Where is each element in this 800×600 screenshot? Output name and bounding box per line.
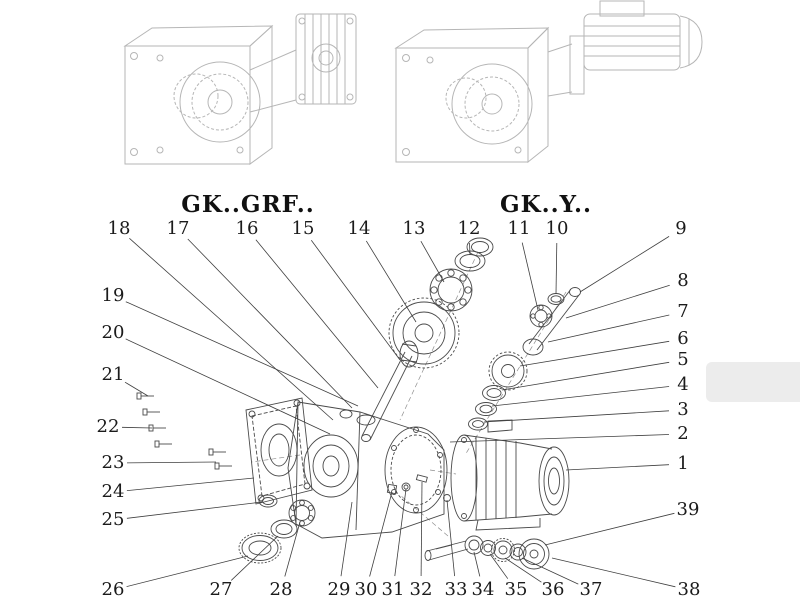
leader-line-6 — [519, 340, 670, 367]
callout-33: 33 — [444, 579, 468, 600]
callout-11: 11 — [507, 218, 531, 239]
callout-32: 32 — [409, 579, 433, 600]
leader-line-38 — [551, 557, 676, 588]
output-shaft-assembly — [424, 535, 550, 570]
leader-line-11 — [521, 242, 539, 311]
callout-34: 34 — [471, 579, 495, 600]
callout-15: 15 — [291, 218, 315, 239]
input-shaft — [361, 340, 419, 442]
leader-line-12 — [469, 242, 471, 256]
callout-13: 13 — [402, 218, 426, 239]
leader-line-3 — [483, 410, 670, 423]
leader-line-22 — [121, 426, 153, 429]
leader-line-18 — [129, 238, 334, 421]
housing — [287, 401, 448, 539]
leader-line-10 — [555, 242, 558, 295]
callout-22: 22 — [96, 416, 120, 437]
leader-lines — [121, 236, 676, 588]
leader-line-14 — [365, 240, 417, 323]
callout-21: 21 — [101, 364, 125, 385]
callout-31: 31 — [381, 579, 405, 600]
leader-line-7 — [547, 314, 670, 343]
leader-line-31 — [394, 488, 407, 577]
callout-14: 14 — [347, 218, 371, 239]
callout-26: 26 — [101, 579, 125, 600]
callout-1: 1 — [677, 453, 689, 474]
leader-line-28 — [284, 521, 301, 577]
callout-24: 24 — [101, 481, 125, 502]
leader-line-8 — [565, 284, 670, 319]
exploded-view — [136, 237, 581, 570]
callout-23: 23 — [101, 452, 125, 473]
callout-18: 18 — [107, 218, 131, 239]
callout-17: 17 — [166, 218, 190, 239]
callout-5: 5 — [677, 349, 689, 370]
leader-line-13 — [420, 241, 445, 283]
callout-7: 7 — [677, 301, 689, 322]
callout-20: 20 — [101, 322, 125, 343]
watermark-remnant — [706, 362, 800, 402]
leader-line-32 — [420, 481, 423, 577]
screws — [136, 392, 232, 470]
callout-4: 4 — [677, 374, 689, 395]
assembled-view-grf — [123, 13, 357, 165]
callout-29: 29 — [327, 579, 351, 600]
callout-35: 35 — [504, 579, 528, 600]
callout-16: 16 — [235, 218, 259, 239]
callout-8: 8 — [677, 270, 689, 291]
callout-2: 2 — [677, 423, 689, 444]
leader-line-37 — [521, 557, 579, 585]
callout-38: 38 — [677, 579, 701, 600]
leader-line-21 — [124, 381, 149, 397]
leader-line-20 — [125, 338, 331, 435]
leader-line-15 — [310, 240, 401, 361]
right-figure-title: GK..Y.. — [499, 191, 593, 218]
leader-line-19 — [125, 301, 359, 407]
leader-line-24 — [126, 477, 255, 491]
seal-rings — [238, 494, 316, 564]
callout-3: 3 — [677, 399, 689, 420]
callout-30: 30 — [354, 579, 378, 600]
leader-line-34 — [473, 551, 481, 577]
leader-line-33 — [446, 499, 455, 577]
leader-line-16 — [255, 239, 379, 389]
motor — [450, 419, 570, 531]
leader-line-5 — [501, 361, 670, 391]
leader-line-25 — [126, 501, 263, 519]
leader-line-1 — [565, 464, 670, 471]
callout-19: 19 — [101, 285, 125, 306]
leader-line-30 — [369, 491, 393, 577]
leader-line-4 — [491, 386, 670, 407]
assembled-view-y — [394, 0, 703, 164]
callout-39: 39 — [676, 499, 700, 520]
leader-line-17 — [187, 238, 353, 409]
leader-line-23 — [126, 461, 217, 464]
callout-10: 10 — [545, 218, 569, 239]
leader-line-27 — [230, 535, 279, 581]
callout-25: 25 — [101, 509, 125, 530]
motor-mount-parts — [386, 474, 451, 502]
axis-lines — [251, 251, 567, 537]
leader-line-9 — [579, 236, 670, 293]
left-figure-title: GK..GRF.. — [181, 191, 315, 218]
leader-line-36 — [504, 557, 542, 583]
leader-line-39 — [544, 512, 675, 546]
bevel-pinion-assembly — [468, 287, 581, 431]
callout-12: 12 — [457, 218, 481, 239]
leader-line-2 — [449, 434, 670, 443]
leader-line-26 — [126, 555, 249, 587]
callout-27: 27 — [209, 579, 233, 600]
callout-28: 28 — [269, 579, 293, 600]
callout-37: 37 — [579, 579, 603, 600]
leader-line-35 — [489, 553, 509, 579]
callout-6: 6 — [677, 328, 689, 349]
callout-36: 36 — [541, 579, 565, 600]
leader-line-29 — [340, 501, 353, 577]
cover-plate — [245, 397, 313, 505]
callout-9: 9 — [675, 218, 687, 239]
